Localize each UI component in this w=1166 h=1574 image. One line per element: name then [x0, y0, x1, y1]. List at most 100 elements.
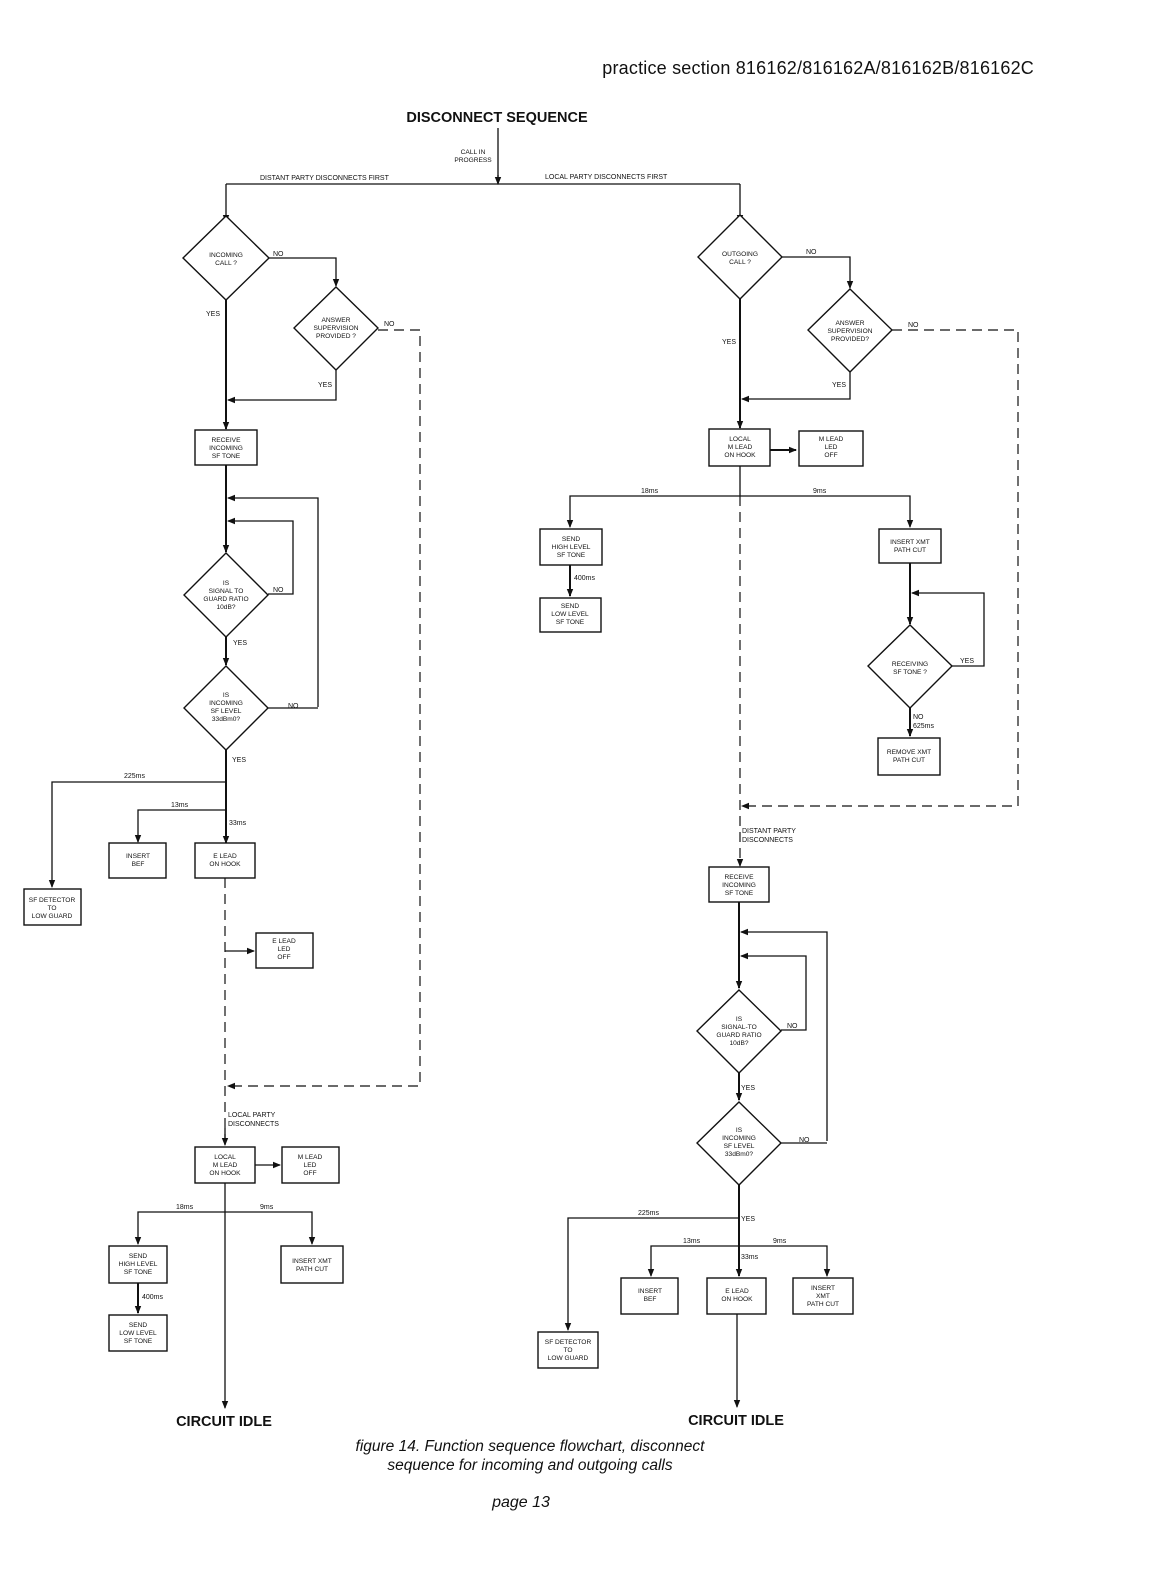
- svg-text:NO: NO: [913, 714, 924, 721]
- svg-text:OUTGOING: OUTGOING: [722, 251, 758, 258]
- svg-text:INSERT XMT: INSERT XMT: [292, 1258, 332, 1265]
- svg-text:E LEAD: E LEAD: [725, 1288, 749, 1295]
- svg-text:SIGNAL-TO: SIGNAL-TO: [721, 1024, 756, 1031]
- local-m-lead-left: [194, 1146, 256, 1184]
- caption-line-2: sequence for incoming and outgoing calls: [387, 1457, 673, 1474]
- svg-text:IS: IS: [223, 692, 230, 699]
- svg-text:SF LEVEL: SF LEVEL: [724, 1143, 755, 1150]
- flowchart-title: DISCONNECT SEQUENCE: [406, 110, 588, 126]
- svg-text:IS: IS: [736, 1127, 743, 1134]
- svg-text:PROVIDED ?: PROVIDED ?: [316, 333, 356, 340]
- svg-text:E LEAD: E LEAD: [213, 853, 237, 860]
- send-low-level-left: [108, 1314, 168, 1352]
- svg-text:YES: YES: [722, 339, 736, 346]
- svg-text:OFF: OFF: [824, 452, 837, 459]
- svg-text:SF DETECTOR: SF DETECTOR: [545, 1339, 592, 1346]
- svg-text:9ms: 9ms: [773, 1238, 787, 1245]
- svg-text:LED: LED: [278, 946, 291, 953]
- svg-text:INSERT: INSERT: [638, 1288, 662, 1295]
- svg-text:400ms: 400ms: [574, 575, 596, 582]
- svg-text:SF LEVEL: SF LEVEL: [211, 708, 242, 715]
- branch-right-label: LOCAL PARTY DISCONNECTS FIRST: [545, 174, 668, 181]
- e-lead-on-hook-right: [706, 1277, 767, 1315]
- svg-text:PATH CUT: PATH CUT: [893, 757, 925, 764]
- svg-text:INSERT: INSERT: [126, 853, 150, 860]
- svg-text:YES: YES: [741, 1216, 755, 1223]
- svg-text:IS: IS: [736, 1016, 743, 1023]
- practice-section-header: practice section 816162/816162A/816162B/…: [602, 58, 1034, 78]
- svg-text:LOCAL: LOCAL: [729, 436, 751, 443]
- svg-text:ON HOOK: ON HOOK: [721, 1296, 753, 1303]
- svg-text:DISCONNECTS: DISCONNECTS: [742, 837, 793, 844]
- svg-text:18ms: 18ms: [176, 1204, 194, 1211]
- branch-left-label: DISTANT PARTY DISCONNECTS FIRST: [260, 175, 390, 182]
- remove-xmt-right: [877, 737, 941, 776]
- svg-text:YES: YES: [832, 382, 846, 389]
- m-lead-led-off-right: [798, 430, 864, 467]
- svg-text:10dB?: 10dB?: [216, 604, 235, 611]
- call-in-progress-label: CALL IN: [461, 149, 486, 156]
- svg-text:OFF: OFF: [303, 1170, 316, 1177]
- svg-text:9ms: 9ms: [813, 488, 827, 495]
- svg-text:INSERT XMT: INSERT XMT: [890, 539, 930, 546]
- svg-text:LED: LED: [825, 444, 838, 451]
- svg-text:HIGH LEVEL: HIGH LEVEL: [552, 544, 591, 551]
- svg-text:HIGH LEVEL: HIGH LEVEL: [119, 1261, 158, 1268]
- sf-detector-left: [23, 888, 82, 926]
- svg-text:225ms: 225ms: [124, 773, 146, 780]
- svg-text:NO: NO: [799, 1137, 810, 1144]
- svg-text:YES: YES: [318, 382, 332, 389]
- svg-text:18ms: 18ms: [641, 488, 659, 495]
- svg-text:SF TONE: SF TONE: [124, 1269, 153, 1276]
- svg-text:M LEAD: M LEAD: [213, 1162, 238, 1169]
- svg-text:M LEAD: M LEAD: [819, 436, 844, 443]
- svg-text:ON HOOK: ON HOOK: [209, 861, 241, 868]
- svg-text:YES: YES: [233, 640, 247, 647]
- svg-text:SF TONE: SF TONE: [124, 1338, 153, 1345]
- svg-text:INSERT: INSERT: [811, 1285, 835, 1292]
- svg-text:YES: YES: [741, 1085, 755, 1092]
- svg-text:SF TONE: SF TONE: [212, 453, 241, 460]
- svg-text:ON HOOK: ON HOOK: [724, 452, 756, 459]
- svg-text:33dBm0?: 33dBm0?: [212, 716, 241, 723]
- send-high-level-left: [108, 1245, 168, 1284]
- svg-text:IS: IS: [223, 580, 230, 587]
- svg-text:NO: NO: [806, 249, 817, 256]
- svg-text:10dB?: 10dB?: [729, 1040, 748, 1047]
- svg-text:9ms: 9ms: [260, 1204, 274, 1211]
- svg-text:SEND: SEND: [562, 536, 581, 543]
- svg-text:NO: NO: [273, 251, 284, 258]
- svg-text:ON HOOK: ON HOOK: [209, 1170, 241, 1177]
- svg-text:LOW LEVEL: LOW LEVEL: [551, 611, 589, 618]
- svg-text:GUARD RATIO: GUARD RATIO: [716, 1032, 761, 1039]
- insert-bef-left: [108, 842, 167, 879]
- svg-text:TO: TO: [563, 1347, 572, 1354]
- svg-text:13ms: 13ms: [683, 1238, 701, 1245]
- svg-text:INCOMING: INCOMING: [209, 700, 243, 707]
- circuit-idle-right: CIRCUIT IDLE: [688, 1413, 784, 1429]
- svg-text:TO: TO: [47, 905, 56, 912]
- svg-text:DISCONNECTS: DISCONNECTS: [228, 1121, 279, 1128]
- svg-text:XMT: XMT: [816, 1293, 830, 1300]
- svg-text:RECEIVE: RECEIVE: [725, 874, 755, 881]
- svg-text:LOW GUARD: LOW GUARD: [548, 1355, 589, 1362]
- svg-text:RECEIVING: RECEIVING: [892, 661, 928, 668]
- svg-text:PATH CUT: PATH CUT: [894, 547, 926, 554]
- local-m-lead-right: [708, 428, 771, 467]
- svg-text:NO: NO: [908, 322, 919, 329]
- svg-text:33ms: 33ms: [229, 820, 247, 827]
- svg-text:NO: NO: [384, 321, 395, 328]
- svg-text:NO: NO: [273, 587, 284, 594]
- e-lead-led-off-left: [255, 932, 314, 969]
- svg-text:BEF: BEF: [644, 1296, 657, 1303]
- insert-bef-right: [620, 1277, 679, 1315]
- svg-text:BEF: BEF: [132, 861, 145, 868]
- svg-text:INCOMING: INCOMING: [209, 252, 243, 259]
- svg-text:M LEAD: M LEAD: [728, 444, 753, 451]
- svg-text:SIGNAL TO: SIGNAL TO: [209, 588, 244, 595]
- send-low-level-right: [539, 597, 602, 633]
- svg-text:33ms: 33ms: [741, 1254, 759, 1261]
- svg-text:NO: NO: [288, 703, 299, 710]
- m-lead-led-off-left: [281, 1146, 340, 1184]
- svg-text:SF TONE: SF TONE: [556, 619, 585, 626]
